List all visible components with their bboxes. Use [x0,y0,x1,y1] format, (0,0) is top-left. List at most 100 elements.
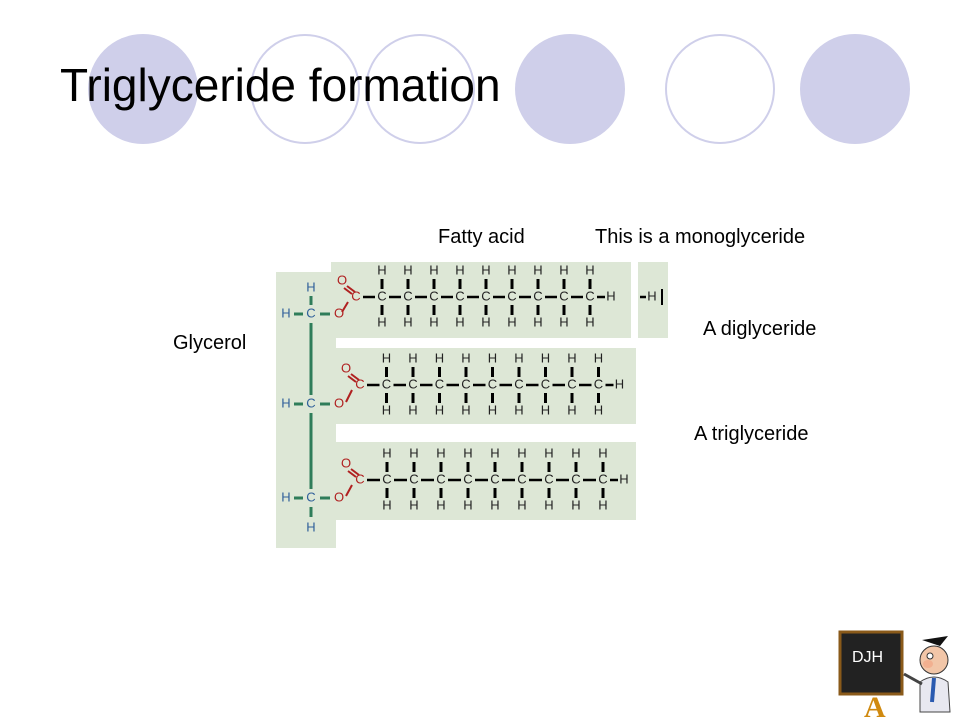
double-bond [343,287,353,295]
chain-end-hydrogen: H [619,471,628,486]
chain-hydrogen: H [377,314,386,329]
double-bond [347,375,357,383]
fatty-acid-panel-1 [331,262,631,338]
ester-oxygen: O [334,305,344,320]
chain-hydrogen: H [544,445,553,460]
djh-logo-letter: A [864,691,886,718]
chain-carbon: C [567,376,576,391]
chain-carbon: C [455,288,464,303]
chain-carbon: C [490,471,499,486]
carbonyl-carbon: C [355,376,364,391]
chain-carbon: C [571,471,580,486]
chain-hydrogen: H [517,497,526,512]
chain-carbon: C [461,376,470,391]
chain-hydrogen: H [514,350,523,365]
chain-hydrogen: H [382,497,391,512]
chain-hydrogen: H [408,350,417,365]
chain-hydrogen: H [429,262,438,277]
chain-hydrogen: H [463,445,472,460]
teacher-figure [903,636,951,713]
chain-hydrogen: H [429,314,438,329]
carbonyl-carbon: C [351,288,360,303]
water-hydrogen: H [647,288,656,303]
chain-hydrogen: H [585,262,594,277]
decor-circle-1 [88,34,198,144]
carbonyl-oxygen: O [341,455,351,470]
chain-carbon: C [409,471,418,486]
chain-hydrogen: H [403,262,412,277]
ester-oxygen: O [334,489,344,504]
glycerol-carbon: C [306,489,315,504]
djh-logo-text: DJH [852,649,883,666]
djh-teacher-logo: DJH A [838,630,951,718]
carbonyl-oxygen: O [341,360,351,375]
chain-hydrogen: H [377,262,386,277]
chain-carbon: C [514,376,523,391]
chain-carbon: C [559,288,568,303]
chain-carbon: C [594,376,603,391]
diagram-bonds [294,279,663,517]
glycerol-bottom-hydrogen: H [306,519,315,534]
chain-hydrogen: H [541,402,550,417]
diglyceride-label: A diglyceride [703,318,817,340]
slide-title: Triglyceride formation [60,59,501,111]
chain-hydrogen: H [598,497,607,512]
chain-hydrogen: H [594,350,603,365]
ester-bond [345,389,353,403]
decor-circle-6 [800,34,910,144]
chain-carbon: C [598,471,607,486]
double-bond [347,470,357,478]
chain-hydrogen: H [594,402,603,417]
chain-hydrogen: H [567,350,576,365]
double-bond [346,285,356,293]
chain-hydrogen: H [409,497,418,512]
glycerol-top-hydrogen: H [306,279,315,294]
chain-hydrogen: H [461,350,470,365]
chain-carbon: C [429,288,438,303]
chain-hydrogen: H [403,314,412,329]
chain-hydrogen: H [559,262,568,277]
chain-hydrogen: H [507,314,516,329]
ester-bond [341,301,349,313]
decor-circle-4 [515,34,625,144]
chain-hydrogen: H [488,402,497,417]
chain-carbon: C [533,288,542,303]
decor-circle-3 [365,34,475,144]
chain-hydrogen: H [585,314,594,329]
chain-carbon: C [488,376,497,391]
chain-carbon: C [481,288,490,303]
carbonyl-oxygen: O [337,272,347,287]
chain-hydrogen: H [490,497,499,512]
chain-hydrogen: H [455,262,464,277]
glycerol-side-hydrogen: H [281,489,290,504]
chain-hydrogen: H [382,350,391,365]
glycerol-label: Glycerol [173,332,247,354]
chain-carbon: C [544,471,553,486]
chain-hydrogen: H [559,314,568,329]
chain-hydrogen: H [436,497,445,512]
ester-bond [345,484,353,497]
decor-circle-5 [665,34,775,144]
fatty-acid-label: Fatty acid [438,226,525,248]
chain-hydrogen: H [382,445,391,460]
glycerol-carbon: C [306,305,315,320]
chain-carbon: C [382,471,391,486]
triglyceride-label: A triglyceride [694,423,809,445]
chain-carbon: C [382,376,391,391]
chain-hydrogen: H [488,350,497,365]
chain-carbon: C [403,288,412,303]
chain-hydrogen: H [567,402,576,417]
chain-carbon: C [585,288,594,303]
glycerol-side-hydrogen: H [281,305,290,320]
chain-hydrogen: H [533,314,542,329]
chain-hydrogen: H [507,262,516,277]
chain-carbon: C [408,376,417,391]
chalkboard [838,630,904,696]
chain-carbon: C [377,288,386,303]
chain-hydrogen: H [571,497,580,512]
chain-carbon: C [517,471,526,486]
double-bond [350,468,360,476]
chain-carbon: C [507,288,516,303]
